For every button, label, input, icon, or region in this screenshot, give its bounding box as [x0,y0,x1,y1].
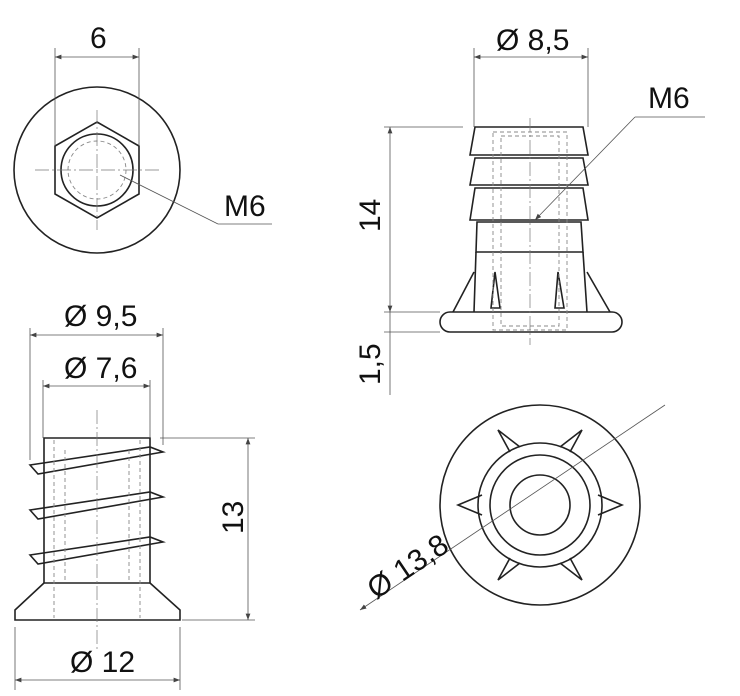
bottom-diameter-label: Ø 13,8 [361,528,454,606]
height-14-label: 14 [354,199,387,232]
top-view-hex: 6 M6 [13,22,272,254]
bottom-view: Ø 13,8 [359,404,666,611]
diameter-8-5-label: Ø 8,5 [496,24,569,57]
hex-width-label: 6 [90,22,107,55]
flange-height-label: 1,5 [354,343,387,385]
core-diameter-label: Ø 7,6 [64,352,137,385]
side-view-ribbed: Ø 8,5 M6 14 1,5 [354,24,705,395]
height-13-label: 13 [217,501,250,534]
side-view-threaded: Ø 9,5 Ø 7,6 13 Ø 12 [14,300,255,690]
thread-label: M6 [224,190,266,223]
thread-m6-label: M6 [648,82,690,115]
flange-diameter-12-label: Ø 12 [70,646,135,679]
outer-diameter-label: Ø 9,5 [64,300,137,333]
